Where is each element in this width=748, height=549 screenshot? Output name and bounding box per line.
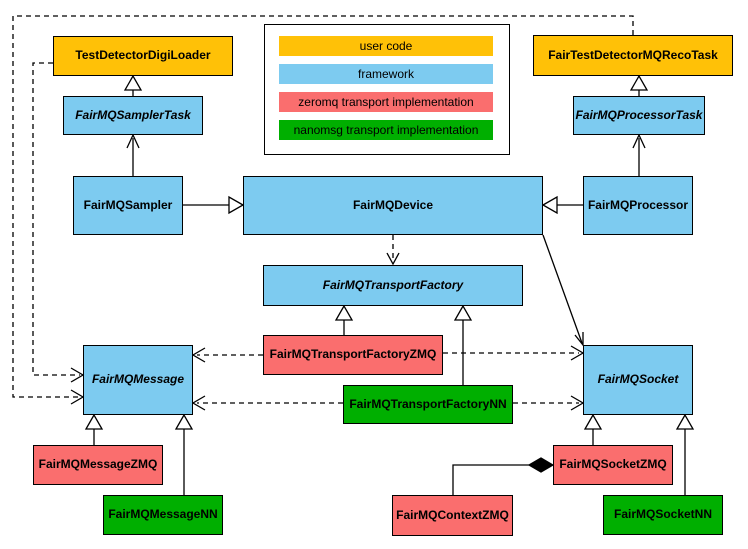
node-fairmq-processor-task: FairMQProcessorTask — [573, 96, 705, 135]
node-fairmq-device: FairMQDevice — [243, 176, 543, 235]
node-fairmq-transport-factory-zmq: FairMQTransportFactoryZMQ — [263, 335, 443, 375]
edge-socketzmq-to-socket — [583, 413, 603, 445]
legend-item-user-code: user code — [279, 36, 493, 56]
edge-socketnn-to-socket — [675, 413, 695, 495]
node-fairmq-message: FairMQMessage — [83, 345, 193, 415]
node-label: FairMQSocketZMQ — [559, 457, 667, 472]
node-fairmq-socket: FairMQSocket — [583, 345, 693, 415]
legend-box: user code framework zeromq transport imp… — [264, 24, 510, 155]
edge-sampler-to-device — [183, 195, 245, 215]
legend-item-zeromq: zeromq transport implementation — [279, 92, 493, 112]
edge-sampler-to-samplertask — [126, 133, 140, 176]
node-label: FairMQTransportFactoryNN — [349, 396, 507, 411]
node-fairmq-message-nn: FairMQMessageNN — [103, 495, 223, 535]
legend-label: zeromq transport implementation — [298, 95, 474, 109]
legend-label: framework — [357, 67, 414, 81]
node-label: FairMQSocketNN — [613, 507, 713, 522]
node-fairmq-socket-zmq: FairMQSocketZMQ — [553, 445, 673, 485]
node-label: FairMQSamplerTask — [75, 107, 191, 122]
edge-processor-to-device — [541, 195, 583, 215]
node-label: FairMQProcessor — [587, 197, 689, 212]
node-label: FairMQTransportFactory — [322, 277, 464, 292]
node-label: FairMQMessageZMQ — [38, 457, 158, 472]
node-fairmq-message-zmq: FairMQMessageZMQ — [33, 445, 163, 485]
node-fairmq-transport-factory: FairMQTransportFactory — [263, 265, 523, 306]
edge-factoryzmq-depends-message — [191, 347, 263, 363]
edge-factoryzmq-to-factory — [334, 304, 354, 335]
legend-item-nanomsg: nanomsg transport implementation — [279, 120, 493, 140]
edge-device-to-socket — [542, 234, 584, 347]
legend-label: nanomsg transport implementation — [293, 123, 479, 137]
node-label: FairMQMessageNN — [108, 507, 218, 522]
legend-item-framework: framework — [279, 64, 493, 84]
node-fair-test-detector-mq-reco-task: FairTestDetectorMQRecoTask — [533, 35, 733, 76]
node-fairmq-context-zmq: FairMQContextZMQ — [392, 495, 513, 536]
edge-messagezmq-to-message — [84, 413, 104, 445]
node-fairmq-processor: FairMQProcessor — [583, 176, 693, 235]
node-label: FairMQTransportFactoryZMQ — [269, 347, 437, 362]
node-label: TestDetectorDigiLoader — [75, 48, 211, 63]
edge-samplertask-to-digiloader — [123, 74, 143, 96]
node-test-detector-digi-loader: TestDetectorDigiLoader — [53, 36, 233, 76]
node-label: FairMQSampler — [83, 197, 173, 212]
edge-processortask-to-recotask — [629, 74, 649, 96]
node-label: FairMQDevice — [352, 197, 434, 212]
node-label: FairMQProcessorTask — [575, 107, 703, 122]
node-fairmq-transport-factory-nn: FairMQTransportFactoryNN — [343, 385, 513, 424]
edge-contextzmq-composition-socketzmq — [452, 457, 555, 495]
edge-processor-to-processortask — [632, 133, 646, 176]
edge-factorynn-depends-message — [191, 395, 343, 411]
node-fairmq-sampler: FairMQSampler — [73, 176, 183, 235]
node-fairmq-sampler-task: FairMQSamplerTask — [63, 96, 203, 135]
node-fairmq-socket-nn: FairMQSocketNN — [603, 495, 723, 535]
edge-factoryzmq-depends-socket — [443, 345, 585, 361]
edge-factorynn-depends-socket — [513, 395, 585, 411]
edge-device-depends-factory — [386, 235, 400, 266]
node-label: FairMQContextZMQ — [396, 507, 509, 522]
legend-label: user code — [359, 39, 413, 53]
node-label: FairTestDetectorMQRecoTask — [548, 47, 718, 62]
edge-factorynn-to-factory — [453, 304, 473, 385]
node-label: FairMQSocket — [597, 372, 679, 387]
node-label: FairMQMessage — [91, 372, 185, 387]
edge-messagenn-to-message — [174, 413, 194, 495]
